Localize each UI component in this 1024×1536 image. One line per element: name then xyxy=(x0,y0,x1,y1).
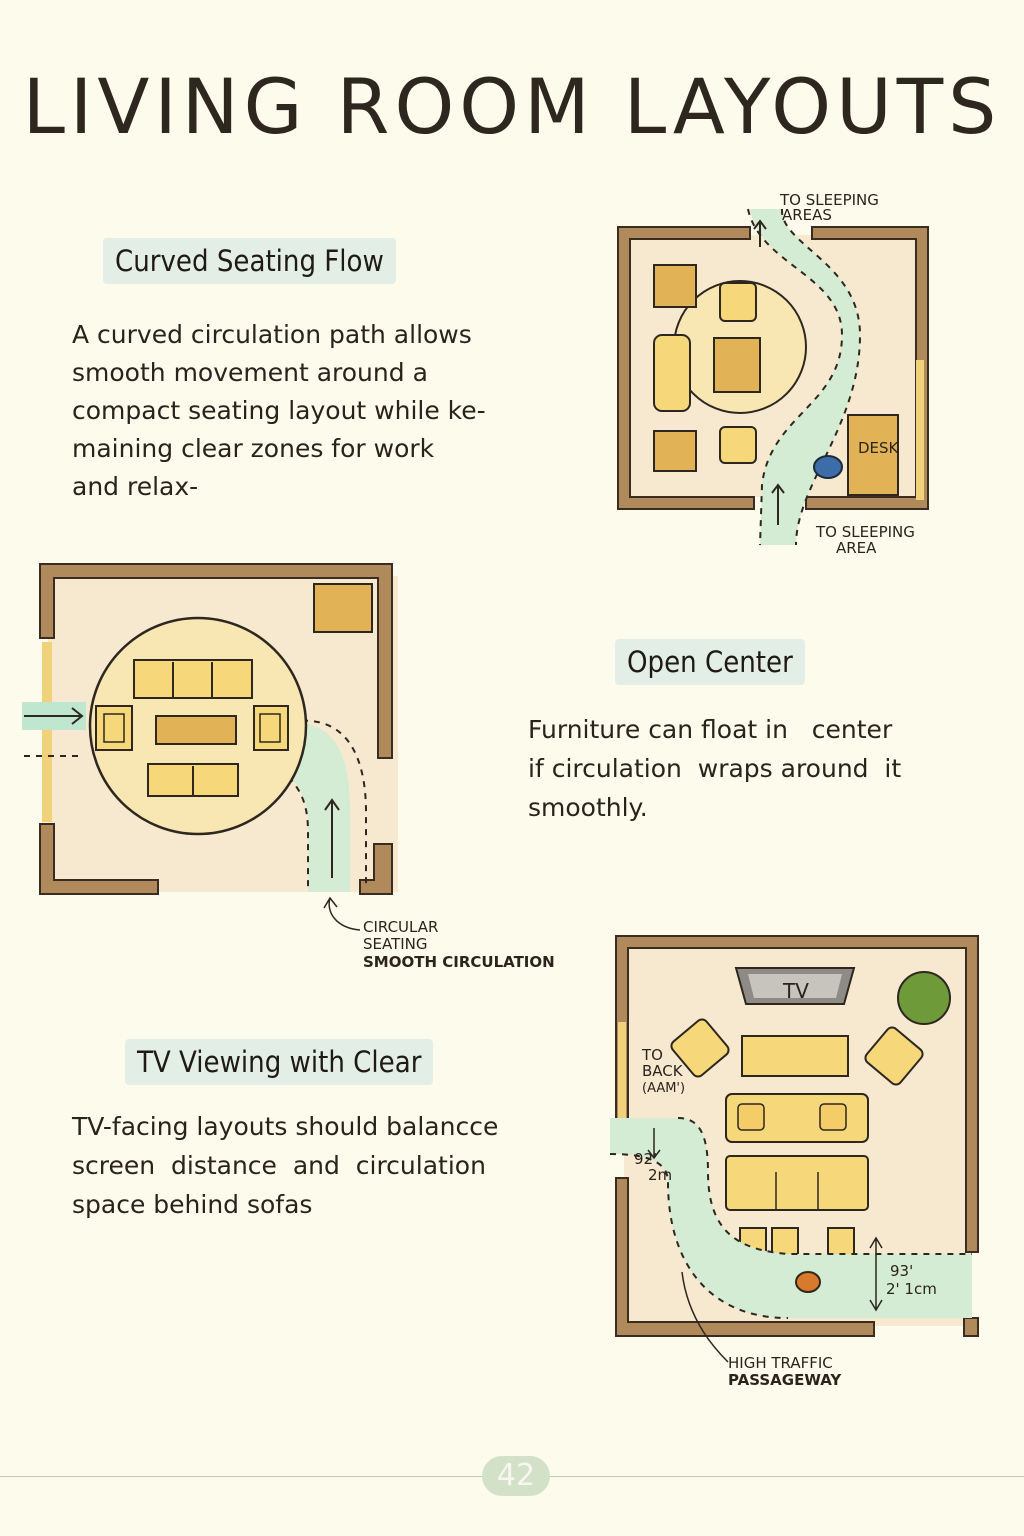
wall-stub xyxy=(963,1317,979,1337)
text-line: and relax- xyxy=(72,472,199,501)
path-edge xyxy=(747,208,844,546)
person-icon xyxy=(813,455,843,479)
wall-bottom-right xyxy=(359,843,393,895)
path-edge xyxy=(677,1117,972,1255)
text-line: smooth movement around a xyxy=(72,358,428,387)
path-edge xyxy=(780,208,862,546)
person-icon xyxy=(795,1271,821,1293)
tv-screen xyxy=(748,974,842,998)
wall-top xyxy=(39,563,393,759)
bottom-label-line: TO SLEEPING xyxy=(815,523,915,541)
top-label-line: TO SLEEPING xyxy=(779,191,879,209)
top-label-line: AREAS xyxy=(782,206,832,224)
callout-line-text: SEATING xyxy=(363,935,428,953)
path-edge xyxy=(609,1153,789,1319)
wall-bottom-left xyxy=(39,823,159,895)
section-text-curved: A curved circulation path allows smooth … xyxy=(72,316,486,506)
text-line: A curved circulation path allows xyxy=(72,320,472,349)
callout-line-text: PASSAGEWAY xyxy=(728,1371,842,1389)
section-heading-tv: TV Viewing with Clear xyxy=(125,1039,434,1085)
dimension-label: 92' xyxy=(634,1150,657,1168)
section-text-open: Furniture can float in center if circula… xyxy=(528,710,901,827)
text-line: smoothly. xyxy=(528,793,648,822)
callout-line-text: HIGH TRAFFIC xyxy=(728,1354,833,1372)
armchair xyxy=(670,1018,730,1078)
left-label-line: TO xyxy=(641,1046,663,1064)
section-heading-open: Open Center xyxy=(615,639,805,685)
path-edge xyxy=(289,719,367,888)
dimension-arrow xyxy=(869,1236,883,1312)
armchair-seat xyxy=(259,713,281,743)
callout-line xyxy=(681,1271,729,1363)
side-table xyxy=(653,264,697,308)
window xyxy=(618,1022,626,1122)
sofa xyxy=(653,334,691,412)
dimension-label: 2' 1cm xyxy=(886,1280,937,1298)
armchair xyxy=(719,282,757,322)
sofa xyxy=(725,1155,869,1211)
coffee-table xyxy=(155,715,237,745)
tv-label: TV xyxy=(782,979,809,1003)
console-table xyxy=(741,1035,849,1077)
ottoman xyxy=(827,1227,855,1257)
dimension-label: 2m xyxy=(648,1166,672,1184)
text-line: maining clear zones for work xyxy=(72,434,435,463)
ottoman xyxy=(771,1227,799,1257)
page-title: LIVING ROOM LAYOUTS xyxy=(22,62,1002,151)
plant-icon xyxy=(897,971,951,1025)
arrow-up-icon xyxy=(323,896,338,909)
corner-table xyxy=(313,583,373,633)
window xyxy=(916,360,924,500)
coffee-table xyxy=(713,337,761,393)
armchair xyxy=(253,705,289,751)
circulation-path xyxy=(610,1118,972,1318)
text-line: compact seating layout while ke- xyxy=(72,396,486,425)
armchair-seat xyxy=(103,713,125,743)
dimension-label: 93' xyxy=(890,1262,913,1280)
arrow-up-icon xyxy=(771,483,785,525)
left-label-line: BACK xyxy=(642,1062,684,1080)
callout-line-text: CIRCULAR xyxy=(363,918,438,936)
desk xyxy=(847,414,899,496)
circulation-path xyxy=(750,209,860,545)
floorplan-tv-viewing: TV TO BACK (AAM') 92' 2m 93' 2' 1cm HIGH… xyxy=(609,935,979,1389)
text-line: Furniture can float in center xyxy=(528,715,893,744)
floorplan-curved-flow: DESK TO SLEEPING AREAS TO SLEEPING AREA xyxy=(617,191,929,557)
floorplan-open-center: CIRCULAR SEATING SMOOTH CIRCULATION xyxy=(22,563,555,971)
text-line: space behind sofas xyxy=(72,1190,313,1219)
wall-left xyxy=(617,226,755,510)
callout-line xyxy=(328,897,361,931)
text-line: TV-facing layouts should balancce xyxy=(72,1112,499,1141)
section-text-tv: TV-facing layouts should balancce screen… xyxy=(72,1107,498,1224)
desk-label: DESK xyxy=(858,439,900,457)
pillow xyxy=(737,1103,765,1131)
page-number: 42 xyxy=(482,1456,550,1496)
section-heading-curved: Curved Seating Flow xyxy=(103,238,396,284)
bottom-label-line: AREA xyxy=(836,539,877,557)
arrow-up-icon xyxy=(753,219,767,247)
armchair xyxy=(719,426,757,464)
text-line: if circulation wraps around it xyxy=(528,754,902,783)
left-label-line: (AAM') xyxy=(642,1081,685,1096)
wall-bottom xyxy=(615,1177,875,1337)
window xyxy=(42,642,52,822)
armchair xyxy=(95,705,133,751)
arrow-up-icon xyxy=(324,798,340,878)
callout-line-text: SMOOTH CIRCULATION xyxy=(363,953,555,971)
side-table xyxy=(653,430,697,472)
arrow-right-icon xyxy=(24,707,84,725)
sofa xyxy=(133,659,253,699)
pillow xyxy=(819,1103,847,1131)
text-line: screen distance and circulation xyxy=(72,1151,486,1180)
arrow-down-icon xyxy=(647,1128,661,1160)
armchair xyxy=(864,1026,924,1086)
